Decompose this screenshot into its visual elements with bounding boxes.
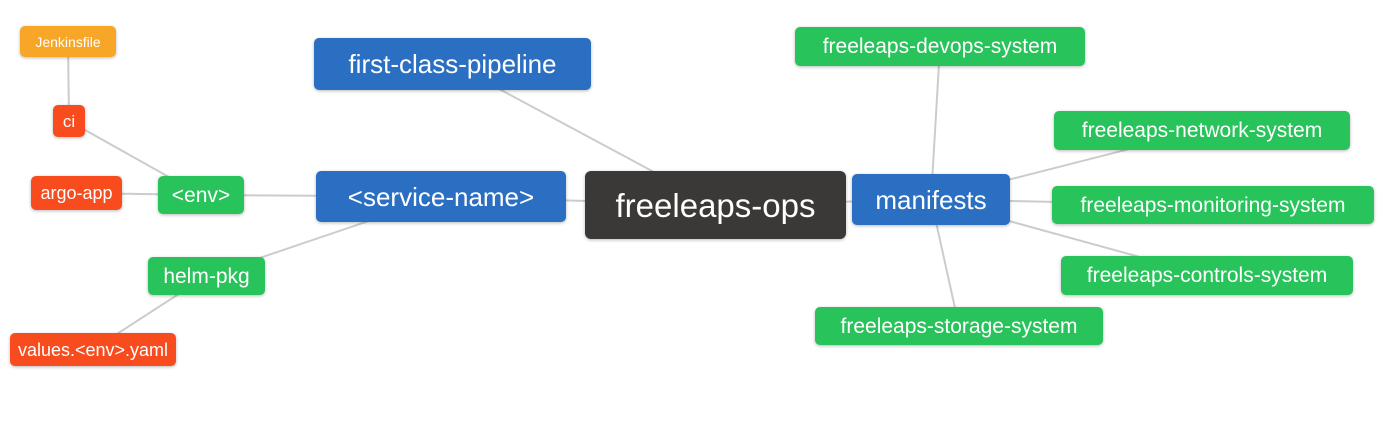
node-helm-pkg[interactable]: helm-pkg <box>148 257 265 295</box>
node-freeleaps-ops[interactable]: freeleaps-ops <box>585 171 846 239</box>
node-manifests[interactable]: manifests <box>852 174 1010 225</box>
node-label: first-class-pipeline <box>348 49 557 79</box>
node-freeleaps-storage-system[interactable]: freeleaps-storage-system <box>815 307 1103 345</box>
node-label: values.<env>.yaml <box>17 339 169 360</box>
node-label: freeleaps-devops-system <box>822 35 1058 58</box>
node-label: freeleaps-network-system <box>1081 119 1323 142</box>
node-label: freeleaps-storage-system <box>840 314 1078 338</box>
node-freeleaps-controls-system[interactable]: freeleaps-controls-system <box>1061 256 1353 295</box>
node-label: ci <box>62 111 76 131</box>
node-label: helm-pkg <box>163 264 250 288</box>
node-env[interactable]: <env> <box>158 176 244 214</box>
node-freeleaps-monitoring-system[interactable]: freeleaps-monitoring-system <box>1052 186 1374 224</box>
node-label: Jenkinsfile <box>35 33 101 50</box>
node-label: freeleaps-monitoring-system <box>1080 193 1346 217</box>
node-label: <service-name> <box>347 181 535 212</box>
node-label: <env> <box>171 183 231 207</box>
node-first-class-pipeline[interactable]: first-class-pipeline <box>314 38 591 90</box>
node-argo-app[interactable]: argo-app <box>31 176 122 210</box>
node-freeleaps-network-system[interactable]: freeleaps-network-system <box>1054 111 1350 150</box>
node-values-env-yaml[interactable]: values.<env>.yaml <box>10 333 176 366</box>
node-label: freeleaps-controls-system <box>1086 264 1328 287</box>
node-jenkinsfile[interactable]: Jenkinsfile <box>20 26 116 57</box>
node-service-name[interactable]: <service-name> <box>316 171 566 222</box>
node-label: argo-app <box>40 183 113 203</box>
node-label: freeleaps-ops <box>615 186 816 224</box>
node-label: manifests <box>875 184 987 215</box>
node-freeleaps-devops-system[interactable]: freeleaps-devops-system <box>795 27 1085 66</box>
node-ci[interactable]: ci <box>53 105 85 137</box>
